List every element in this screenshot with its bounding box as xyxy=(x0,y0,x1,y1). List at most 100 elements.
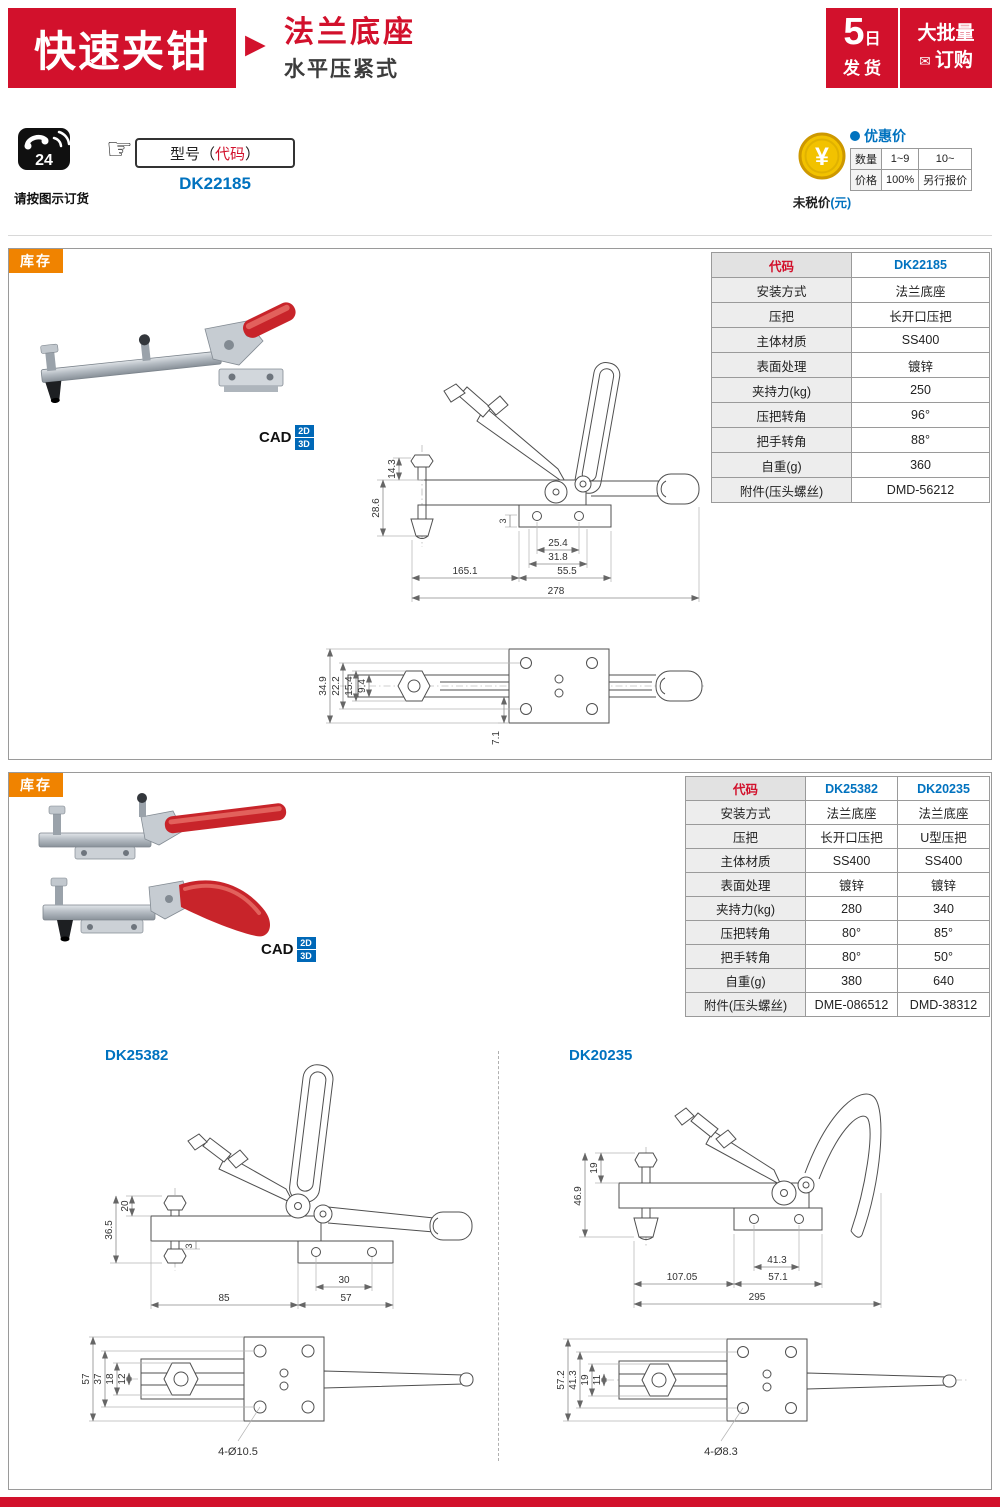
dim-label: 57 xyxy=(81,1373,92,1385)
product-photo-dk20235 xyxy=(42,877,271,942)
spec-value: DME-086512 xyxy=(805,992,898,1017)
spec-row: 自重(g)360 xyxy=(711,452,990,478)
dim-label: 19 xyxy=(589,1162,600,1174)
subtitle-type: 法兰底座 xyxy=(284,16,416,49)
clamp-front-outline xyxy=(410,362,700,547)
dim-label: 85 xyxy=(218,1293,230,1304)
spec-label: 安装方式 xyxy=(685,800,806,825)
dim-label: 37 xyxy=(93,1373,104,1385)
spec-value: 85° xyxy=(897,920,990,945)
dim-label: 278 xyxy=(548,586,565,597)
spec-label: 压把转角 xyxy=(711,402,852,428)
cad-3d-badge[interactable]: 3D xyxy=(294,438,314,450)
dim-label: 55.5 xyxy=(557,566,577,577)
drawing-title-dk20235: DK20235 xyxy=(569,1047,633,1064)
spec-value: 50° xyxy=(897,944,990,969)
cad-2d-badge[interactable]: 2D xyxy=(294,425,314,437)
dim-label: 18 xyxy=(105,1373,116,1385)
header-badges: 5 日 发货 大批量 ✉ 订购 xyxy=(826,8,992,88)
dim-label: 11 xyxy=(592,1374,603,1385)
spec-value: 镀锌 xyxy=(805,872,898,897)
product-section-dk22185: 库存 CAD 2D 3D xyxy=(8,248,992,760)
spec-value: DMD-56212 xyxy=(851,477,990,503)
spec-code[interactable]: DK22185 xyxy=(851,252,990,278)
clamp-front-outline xyxy=(150,1064,473,1271)
drawing-side-dk22185: 34.9 22.2 15.4 9.4 7.1 xyxy=(318,648,704,745)
model-label-prefix: 型号（ xyxy=(169,145,215,163)
hole-callout: 4-Ø8.3 xyxy=(704,1446,738,1458)
price-cell: 价格 xyxy=(850,169,882,191)
subtitle-block: 法兰底座 水平压紧式 xyxy=(284,15,416,83)
spec-label: 附件(压头螺丝) xyxy=(685,992,806,1017)
price-coin-icon: ¥ xyxy=(798,132,846,180)
spec-label: 自重(g) xyxy=(711,452,852,478)
dim-label: 7.1 xyxy=(491,731,502,745)
spec-value: 640 xyxy=(897,968,990,993)
spec-label: 把手转角 xyxy=(711,427,852,453)
product-section-dk25382-dk20235: 库存 xyxy=(8,772,992,1490)
dim-label: 9.4 xyxy=(357,679,368,693)
product-photo-dk25382 xyxy=(38,793,287,860)
spec-label: 压把 xyxy=(711,302,852,328)
page-title: 快速夹钳 xyxy=(33,27,210,75)
spec-label: 压把 xyxy=(685,824,806,849)
drawing-front-dk20235: 19 46.9 41.3 57.1 107.05 295 xyxy=(573,1093,882,1308)
dim-label: 30 xyxy=(338,1275,350,1286)
bulk-badge-line2: 订购 xyxy=(934,49,973,71)
dimensions-front: 20 36.5 3 30 57 85 xyxy=(104,1195,394,1309)
bulk-badge-line1: 大批量 xyxy=(917,23,975,44)
spec-value: SS400 xyxy=(805,848,898,873)
dimensions-bottom: 57.2 41.3 19 11 4-Ø8.3 xyxy=(556,1338,744,1458)
spec-value: 340 xyxy=(897,896,990,921)
ship-days-number: 5 xyxy=(843,11,865,53)
price-cell: 1~9 xyxy=(880,148,920,170)
drawing-front-dk22185: 14.3 28.6 3 25.4 31.8 55.5 165.1 278 xyxy=(371,362,700,602)
cad-2d-badge[interactable]: 2D xyxy=(296,937,316,949)
dim-label: 36.5 xyxy=(104,1220,115,1240)
spec-value: SS400 xyxy=(851,327,990,353)
spec-label: 压把转角 xyxy=(685,920,806,945)
cad-3d-badge[interactable]: 3D xyxy=(296,950,316,962)
spec-row: 安装方式法兰底座 xyxy=(711,277,990,303)
dim-label: 41.3 xyxy=(767,1255,787,1266)
dimensions-bottom: 57 37 18 12 4-Ø10.5 xyxy=(81,1336,261,1458)
dim-label: 25.4 xyxy=(548,538,568,549)
spec-value: 88° xyxy=(851,427,990,453)
dim-label: 34.9 xyxy=(318,676,329,696)
spec-label: 夹持力(kg) xyxy=(711,377,852,403)
spec-row: 表面处理镀锌镀锌 xyxy=(685,872,990,897)
dim-label: 15.4 xyxy=(344,676,355,696)
page-header: 快速夹钳 ▶ 法兰底座 水平压紧式 5 日 发货 大批量 ✉ 订购 xyxy=(8,8,992,88)
dim-label: 19 xyxy=(580,1374,591,1386)
spec-label: 夹持力(kg) xyxy=(685,896,806,921)
spec-code[interactable]: DK25382 xyxy=(805,776,898,801)
yen-symbol: ¥ xyxy=(815,143,829,171)
model-code-value[interactable]: DK22185 xyxy=(179,174,251,193)
dim-label: 46.9 xyxy=(573,1186,584,1206)
dim-label: 20 xyxy=(120,1200,131,1212)
spec-code[interactable]: DK20235 xyxy=(897,776,990,801)
spec-value: 法兰底座 xyxy=(851,277,990,303)
spec-value: 长开口压把 xyxy=(851,302,990,328)
clamp-side-outline xyxy=(340,648,704,724)
spec-value: 镀锌 xyxy=(897,872,990,897)
spec-row: 安装方式法兰底座法兰底座 xyxy=(685,800,990,825)
spec-row: 附件(压头螺丝)DMD-56212 xyxy=(711,477,990,503)
spec-label: 表面处理 xyxy=(711,352,852,378)
spec-value: 法兰底座 xyxy=(805,800,898,825)
spec-label: 附件(压头螺丝) xyxy=(711,477,852,503)
footer-red-bar xyxy=(0,1497,1000,1507)
stock-badge: 库存 xyxy=(9,249,63,273)
spec-value: 280 xyxy=(805,896,898,921)
mail-icon: ✉ xyxy=(919,52,931,69)
dim-label: 41.3 xyxy=(568,1370,579,1390)
spec-row: 表面处理镀锌 xyxy=(711,352,990,378)
clamp-front-outline xyxy=(618,1093,882,1248)
